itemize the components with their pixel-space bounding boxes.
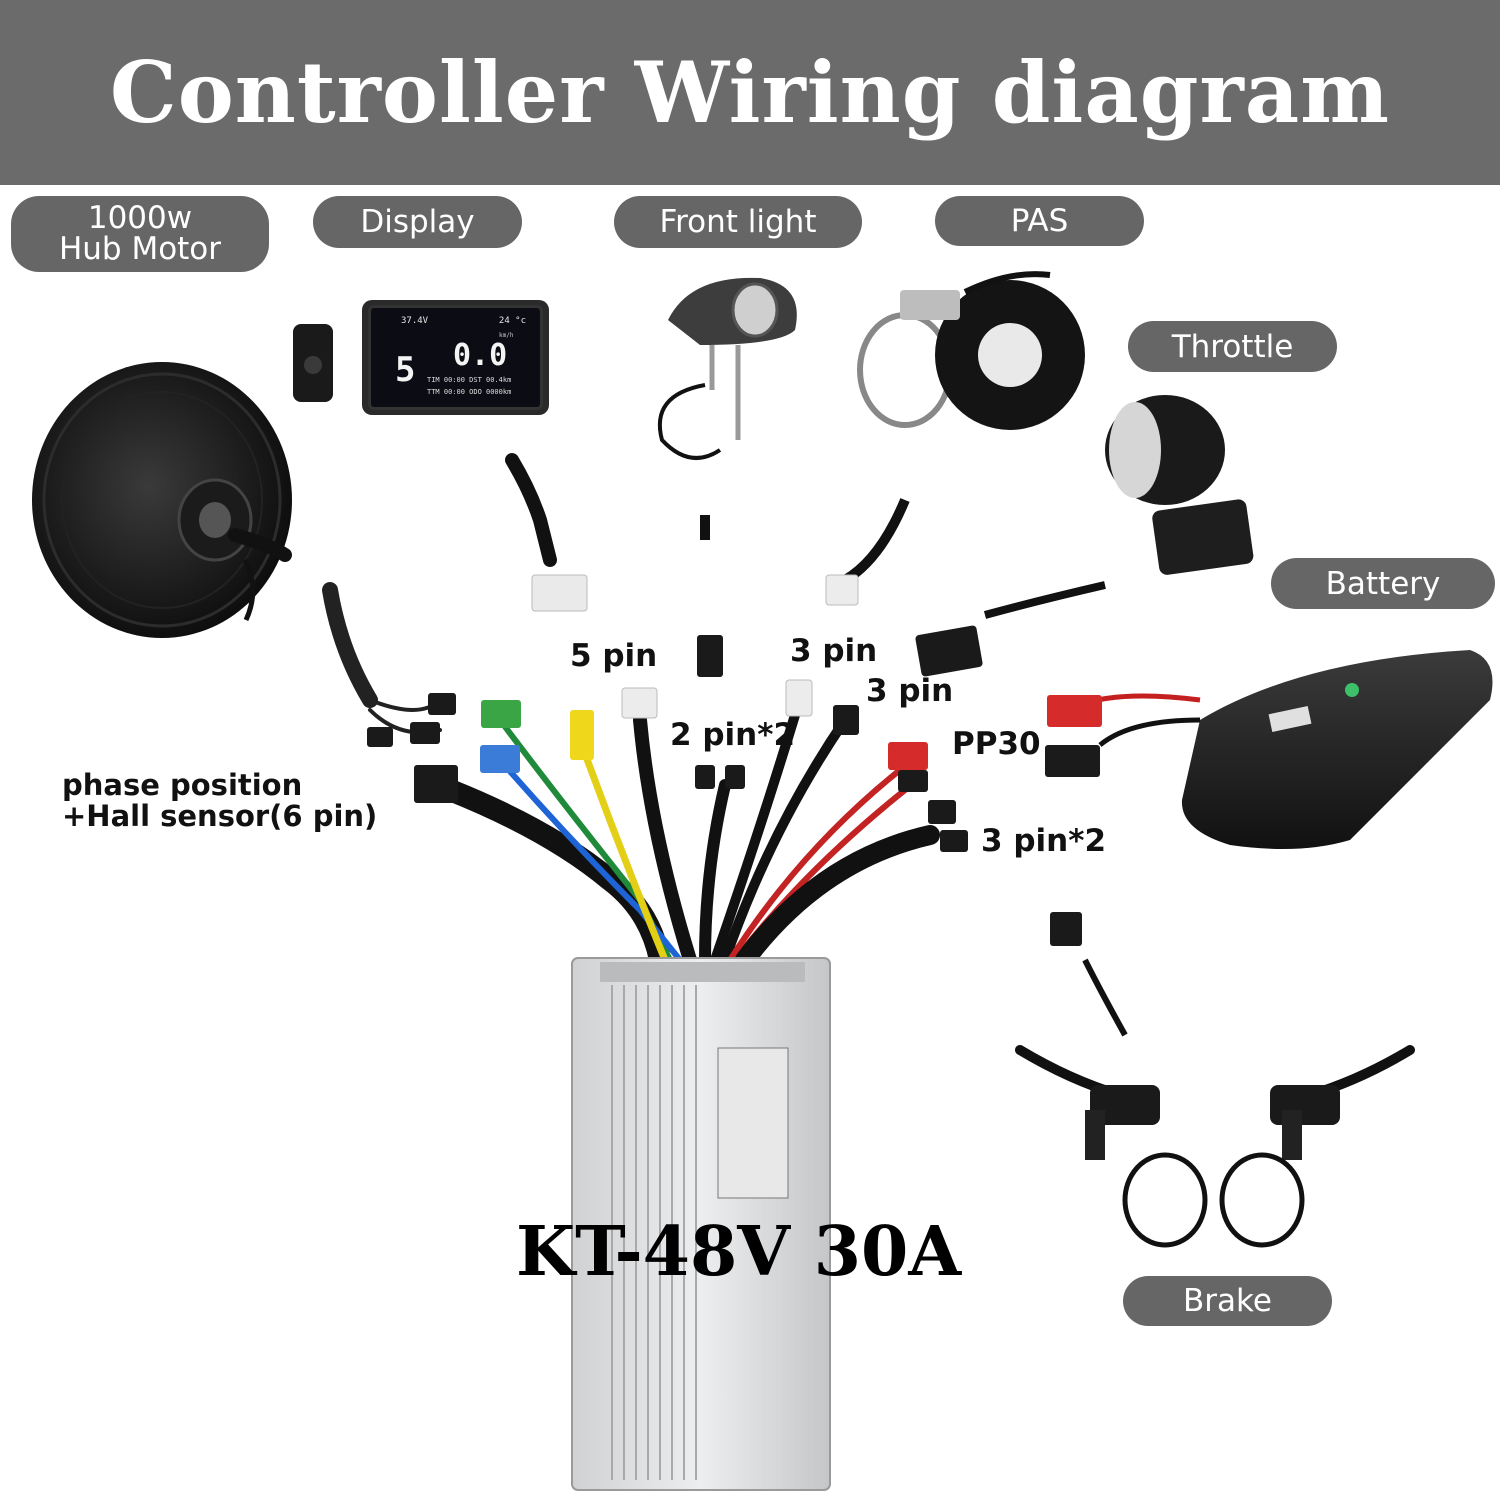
remote-button-pad xyxy=(293,324,333,402)
display-gear: 5 xyxy=(395,350,416,390)
label-display: Display xyxy=(313,196,522,248)
display-temperature: 24 °c xyxy=(498,316,526,326)
display-screen: 37.4V 24 °c 5 0.0 km/h TIM 00:00 DST 00.… xyxy=(368,305,543,410)
connector-label-3pin-a: 3 pin xyxy=(790,633,878,669)
label-pas: PAS xyxy=(935,196,1144,246)
header-banner: Controller Wiring diagram xyxy=(0,0,1500,185)
display-row-1: TIM 00:00 DST 00.4km xyxy=(427,376,512,384)
controller-model-label: KT-48V 30A xyxy=(516,1212,962,1292)
label-brake: Brake xyxy=(1123,1276,1332,1326)
display-cable xyxy=(505,453,588,612)
label-hub-motor: 1000w Hub Motor xyxy=(11,196,269,272)
display-row-2: TTM 00:00 ODO 0000km xyxy=(427,388,512,396)
connector-label-3pin-b: 3 pin xyxy=(866,673,954,709)
connector-label-pp30: PP30 xyxy=(952,726,1041,762)
connector-label-5pin: 5 pin xyxy=(570,638,658,674)
controller-box xyxy=(571,957,831,1491)
wire-harness xyxy=(322,582,968,971)
label-battery: Battery xyxy=(1271,558,1495,609)
connector-label-phase-hall: phase position +Hall sensor(6 pin) xyxy=(62,768,378,833)
connector-label-2pin-x2: 2 pin*2 xyxy=(670,717,796,753)
page-title: Controller Wiring diagram xyxy=(109,43,1391,142)
pas-sensor xyxy=(825,271,1085,606)
front-light xyxy=(657,277,797,677)
connector-label-3pin-x2: 3 pin*2 xyxy=(981,823,1107,859)
hub-motor xyxy=(32,362,292,638)
thumb-throttle xyxy=(915,395,1254,677)
display-speed: 0.0 xyxy=(453,338,508,373)
display-speed-unit: km/h xyxy=(499,332,514,339)
battery-pack xyxy=(1045,650,1493,849)
label-throttle: Throttle xyxy=(1128,321,1337,372)
label-front-light: Front light xyxy=(614,196,862,248)
brake-levers xyxy=(1015,912,1415,1248)
display-voltage: 37.4V xyxy=(401,316,429,326)
